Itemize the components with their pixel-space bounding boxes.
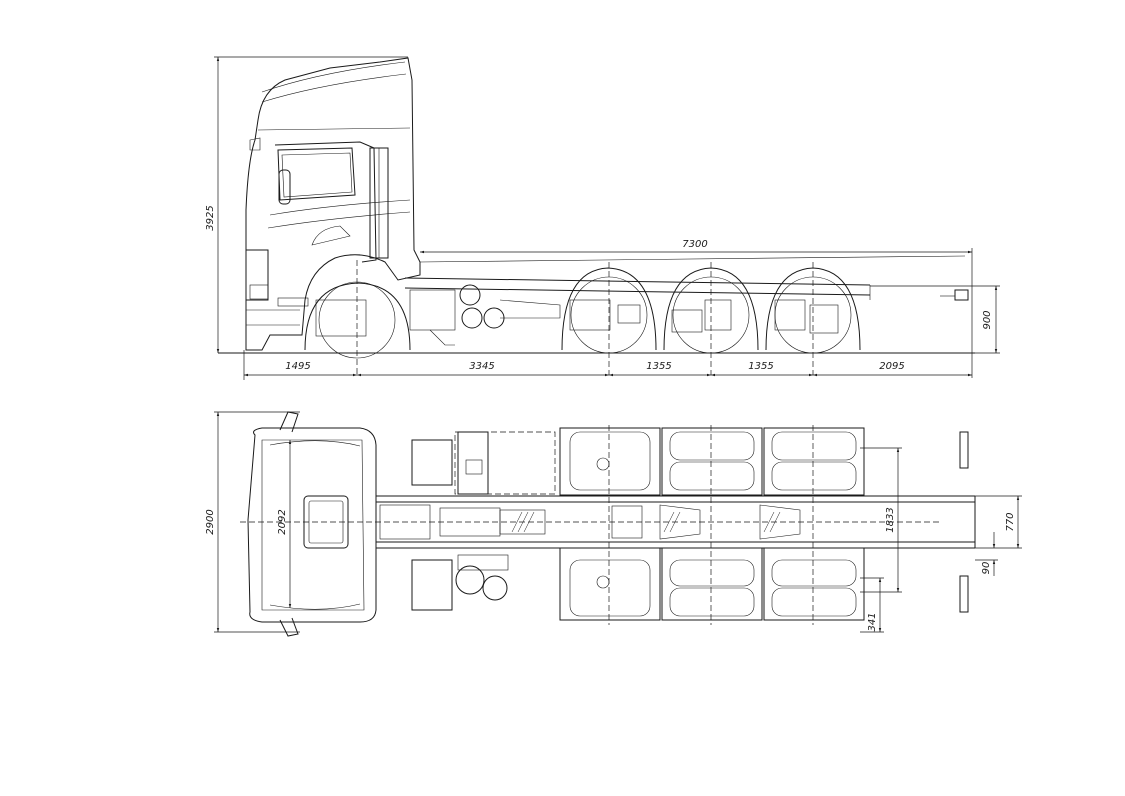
dim-track-width: 1833 xyxy=(860,447,902,593)
dim-axle-span-label: 7300 xyxy=(682,239,707,250)
drive-axle-3-top xyxy=(763,425,865,625)
dim-overall-height-label: 3925 xyxy=(205,205,216,230)
dim-cab-width: 2092 xyxy=(277,440,292,608)
dim-frame-height: 900 xyxy=(870,285,1000,354)
dim-overall-width: 2900 xyxy=(205,411,300,633)
dim-frame-width: 770 xyxy=(975,495,1022,549)
drive-axle-2-top xyxy=(661,425,763,625)
top-view: 2900 2092 1833 770 90 xyxy=(205,411,1022,637)
drive-axle-wheel-1 xyxy=(561,262,657,375)
dim-track-width-label: 1833 xyxy=(885,507,896,532)
cab xyxy=(245,57,421,351)
dim-front-overhang-label: 1495 xyxy=(285,361,310,372)
front-axle-wheel xyxy=(304,260,411,375)
dim-axle-spacing-1-label: 1355 xyxy=(646,361,671,372)
fuel-tank-top xyxy=(411,431,556,611)
dim-axle-spacing-2-label: 1355 xyxy=(748,361,773,372)
dim-frame-height-label: 900 xyxy=(982,310,993,329)
dim-chain-bottom: 1495 3345 1355 1355 2095 xyxy=(243,350,972,380)
dim-cab-width-label: 2092 xyxy=(277,509,288,534)
drive-axle-wheel-2 xyxy=(663,262,759,375)
dim-frame-width-label: 770 xyxy=(1005,512,1016,531)
dim-overall-height: 3925 xyxy=(205,56,408,353)
dim-rear-overhang-label: 2095 xyxy=(879,361,904,372)
cab-top xyxy=(240,411,940,637)
dim-axle-span: 7300 xyxy=(420,239,973,378)
dim-wheelbase-label: 3345 xyxy=(469,361,494,372)
dim-frame-offset: 90 xyxy=(975,532,998,576)
chassis-frame xyxy=(404,255,969,346)
dim-frame-rail: 341 xyxy=(860,577,884,633)
dim-frame-rail-label: 341 xyxy=(867,612,878,631)
drivetrain-top xyxy=(379,504,801,540)
side-view: 3925 7300 900 1495 3345 1355 1355 xyxy=(205,56,1000,380)
drive-axle-1-top xyxy=(559,425,661,625)
drive-axle-wheel-3 xyxy=(765,262,861,375)
dim-frame-offset-label: 90 xyxy=(981,562,992,575)
dim-overall-width-label: 2900 xyxy=(205,509,216,534)
